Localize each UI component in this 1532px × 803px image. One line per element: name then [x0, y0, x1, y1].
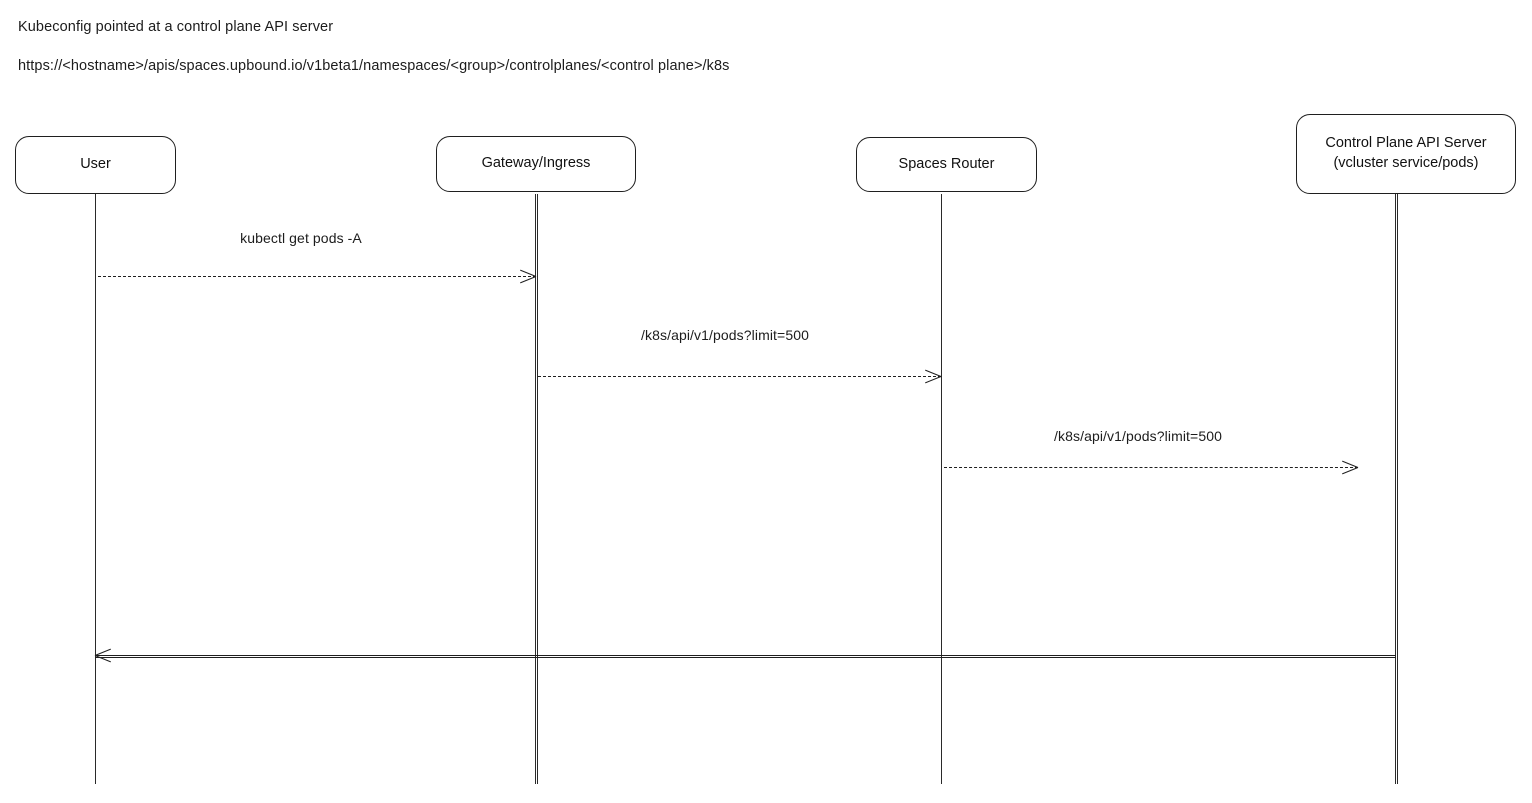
message-line — [538, 376, 941, 377]
participant-label-gateway: Gateway/Ingress — [481, 155, 591, 172]
participant-label-control-plane: Control Plane API Server — [1325, 135, 1487, 152]
participant-label-user: User — [80, 156, 111, 173]
participant-box-gateway[interactable]: Gateway/Ingress — [436, 136, 636, 192]
lifeline-gateway — [535, 194, 540, 784]
participant-box-user[interactable]: User — [15, 136, 176, 194]
message-label-gateway-to-router: /k8s/api/v1/pods?limit=500 — [641, 327, 809, 343]
participant-label-spaces-router: Spaces Router — [898, 155, 995, 172]
message-line — [95, 655, 1396, 660]
message-label-kubectl-get-pods: kubectl get pods -A — [240, 230, 362, 246]
lifeline-control-plane — [1395, 194, 1400, 784]
participant-sublabel-control-plane: (vcluster service/pods) — [1333, 155, 1479, 171]
participant-box-control-plane[interactable]: Control Plane API Server (vcluster servi… — [1296, 114, 1516, 194]
diagram-url-subtitle: https://<hostname>/apis/spaces.upbound.i… — [18, 58, 730, 74]
message-line — [98, 276, 536, 277]
message-label-router-to-control-plane: /k8s/api/v1/pods?limit=500 — [1054, 428, 1222, 444]
lifeline-user — [95, 194, 96, 784]
message-line — [944, 467, 1358, 468]
lifeline-spaces-router — [941, 194, 942, 784]
diagram-title: Kubeconfig pointed at a control plane AP… — [18, 19, 334, 35]
participant-box-spaces-router[interactable]: Spaces Router — [856, 137, 1037, 192]
